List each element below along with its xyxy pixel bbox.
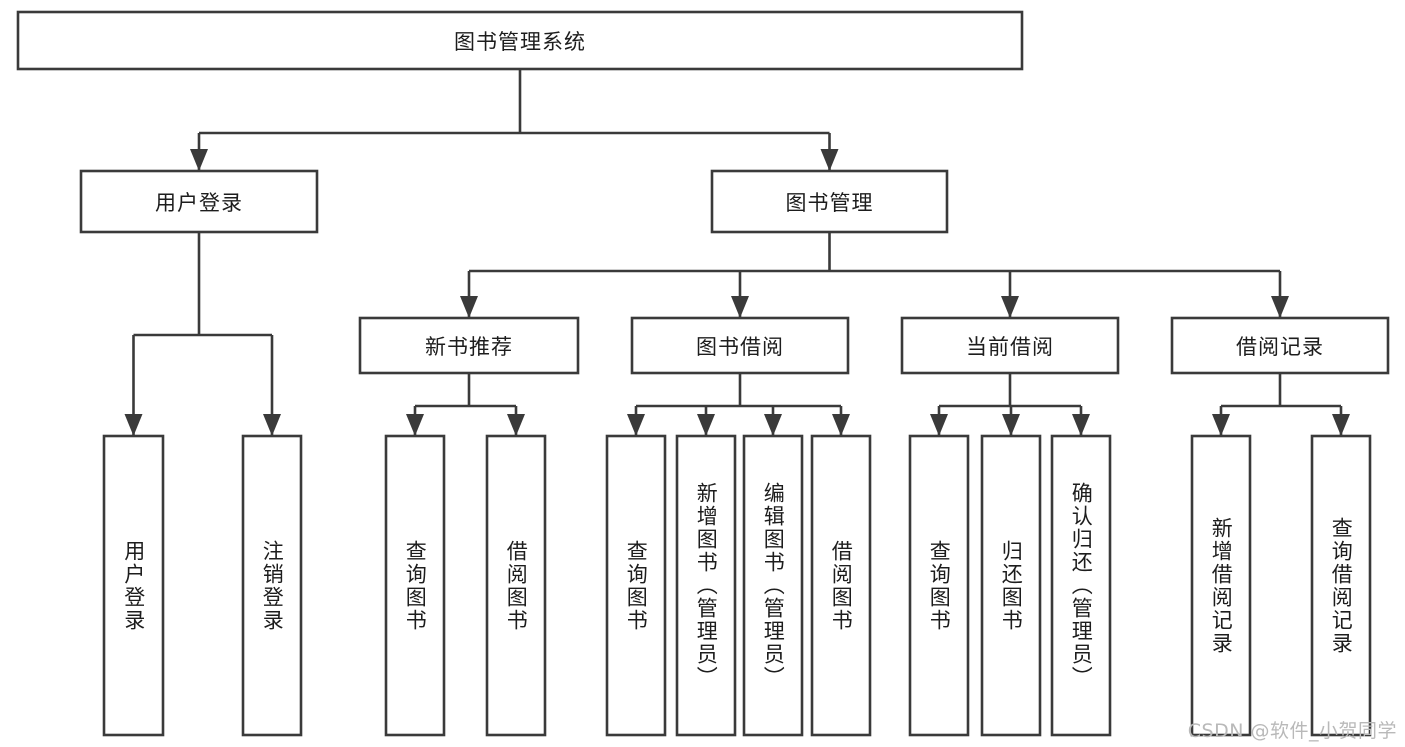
arrow-head-icon [460,296,478,318]
connector-layer [124,69,1350,436]
node-box-leaf_b_query[interactable] [605,434,667,737]
node-box-leaf_b_add[interactable] [675,434,737,737]
node-box-leaf_nb_borrow[interactable] [485,434,547,737]
arrow-head-icon [697,414,715,436]
arrow-head-icon [1002,414,1020,436]
arrow-head-icon [1072,414,1090,436]
arrow-head-icon [1332,414,1350,436]
arrow-head-icon [1212,414,1230,436]
node-box-login[interactable] [79,169,319,234]
arrow-head-icon [832,414,850,436]
node-layer [16,10,1390,737]
node-box-borrow[interactable] [630,316,850,375]
node-box-leaf_b_lend[interactable] [810,434,872,737]
node-box-root[interactable] [16,10,1024,71]
node-box-newbook[interactable] [358,316,580,375]
arrow-head-icon [507,414,525,436]
node-box-leaf_r_add[interactable] [1190,434,1252,737]
arrow-head-icon [731,296,749,318]
arrow-head-icon [627,414,645,436]
node-box-leaf_user_logout[interactable] [241,434,303,737]
node-box-leaf_c_query[interactable] [908,434,970,737]
arrow-head-icon [930,414,948,436]
node-box-leaf_nb_query[interactable] [384,434,446,737]
csdn-watermark: CSDN @软件_小贺同学 [1187,720,1397,742]
node-box-leaf_b_edit[interactable] [742,434,804,737]
arrow-head-icon [820,149,839,171]
arrow-head-icon [124,414,143,436]
node-box-records[interactable] [1170,316,1390,375]
node-box-current[interactable] [900,316,1120,375]
node-box-leaf_r_query[interactable] [1310,434,1372,737]
arrow-head-icon [190,149,208,171]
arrow-head-icon [1271,296,1289,318]
node-box-leaf_c_confirm[interactable] [1050,434,1112,737]
arrow-head-icon [406,414,424,436]
node-box-leaf_user_login[interactable] [102,434,165,737]
node-box-bookmgmt[interactable] [710,169,949,234]
arrow-head-icon [263,414,281,436]
arrow-head-icon [1001,296,1019,318]
arrow-head-icon [764,414,782,436]
node-box-leaf_c_return[interactable] [980,434,1042,737]
